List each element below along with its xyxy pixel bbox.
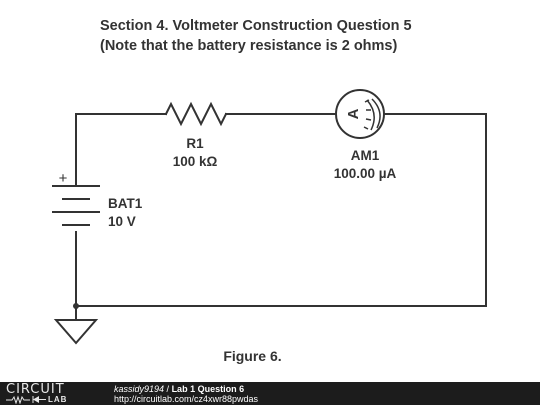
ammeter-value-label: 100.00 µA bbox=[333, 166, 397, 181]
battery-value-label: 10 V bbox=[108, 214, 136, 229]
battery-plus-sign: + bbox=[59, 170, 68, 187]
junction-dot bbox=[73, 303, 79, 309]
battery-name-label: BAT1 bbox=[108, 196, 143, 211]
resistor-r1-symbol bbox=[164, 101, 228, 127]
title-line-2: (Note that the battery resistance is 2 o… bbox=[100, 38, 398, 54]
wire-left-top bbox=[75, 113, 167, 186]
logo-text-top: CIRCUIT bbox=[6, 382, 65, 397]
title-line-1: Section 4. Voltmeter Construction Questi… bbox=[100, 18, 412, 34]
footer-url-link[interactable]: http://circuitlab.com/cz4xwr88pwdas bbox=[114, 394, 259, 404]
wire-right bbox=[75, 113, 487, 307]
ground-icon bbox=[53, 319, 99, 345]
battery-bat1-symbol bbox=[52, 185, 100, 226]
footer-username[interactable]: kassidy9194 bbox=[114, 384, 165, 394]
footer-project-line: kassidy9194 / Lab 1 Question 6 bbox=[114, 384, 244, 394]
circuitlab-logo[interactable]: CIRCUIT LAB bbox=[6, 383, 96, 405]
logo-text-bottom: LAB bbox=[48, 395, 68, 404]
ammeter-name-label: AM1 bbox=[350, 148, 380, 163]
footer-bar: CIRCUIT LAB kassidy9194 / Lab 1 Question… bbox=[0, 382, 540, 405]
footer-separator: / bbox=[164, 384, 172, 394]
logo-wave-icon bbox=[6, 395, 46, 404]
figure-caption: Figure 6. bbox=[223, 348, 282, 364]
ammeter-dial-icon bbox=[363, 98, 381, 131]
resistor-value-label: 100 kΩ bbox=[172, 154, 218, 169]
resistor-name-label: R1 bbox=[186, 136, 204, 151]
ammeter-symbol-letter: A bbox=[345, 108, 362, 119]
footer-project-title[interactable]: Lab 1 Question 6 bbox=[171, 384, 245, 394]
